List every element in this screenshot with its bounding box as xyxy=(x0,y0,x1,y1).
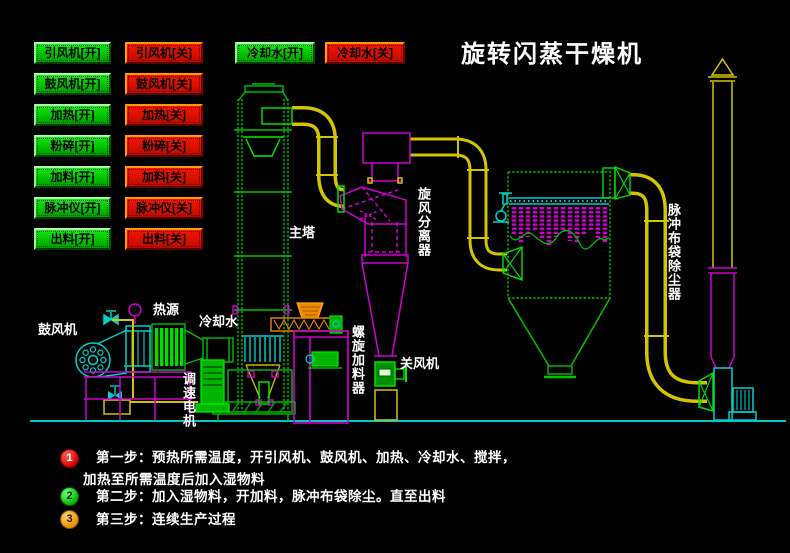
fan-duct xyxy=(708,267,737,369)
screw-feeder xyxy=(270,302,349,424)
fan-inlet-connector xyxy=(698,371,714,412)
step-2-text: 第二步：加入湿物料，开加料，脉冲布袋除尘。直至出料 xyxy=(96,489,446,504)
filter-bags xyxy=(511,207,608,245)
button-induced-draft-fan-off[interactable]: 引风机[关] xyxy=(125,42,203,64)
equipment-stand xyxy=(84,371,192,420)
step-3-badge: 3 xyxy=(60,510,79,529)
button-discharge-off[interactable]: 出料[关] xyxy=(125,228,203,250)
button-induced-draft-fan-on[interactable]: 引风机[开] xyxy=(34,42,111,64)
pipe-tower-to-cyclone xyxy=(292,106,345,208)
page-title: 旋转闪蒸干燥机 xyxy=(461,41,643,68)
step-2-badge: 2 xyxy=(60,487,79,506)
cyclone-separator xyxy=(337,132,411,357)
button-crushing-off[interactable]: 粉碎[关] xyxy=(125,135,203,157)
button-cooling-water-off[interactable]: 冷却水[关] xyxy=(325,42,405,64)
step-1-badge: 1 xyxy=(60,449,79,468)
pulse-jet-device xyxy=(493,192,512,223)
button-discharge-on[interactable]: 出料[开] xyxy=(34,228,111,250)
label-cyclone: 旋风分离器 xyxy=(416,187,431,257)
induced-draft-fan xyxy=(698,367,757,421)
step-1-text-line1: 第一步：预热所需温度，开引风机、鼓风机、加热、冷却水、搅拌， xyxy=(96,450,516,465)
fan-motor xyxy=(728,387,757,421)
button-cooling-water-on[interactable]: 冷却水[开] xyxy=(235,42,315,64)
rotary-valve xyxy=(374,361,407,421)
button-heating-on[interactable]: 加热[开] xyxy=(34,104,111,126)
bag-filter xyxy=(493,165,631,379)
button-crushing-on[interactable]: 粉碎[开] xyxy=(34,135,111,157)
pump-unit xyxy=(103,385,131,415)
button-pulse-meter-on[interactable]: 脉冲仪[开] xyxy=(34,197,111,219)
valve-icon xyxy=(103,310,119,326)
label-rotary-valve: 关风机 xyxy=(400,356,440,371)
pipe-cyclone-to-bagfilter xyxy=(410,136,507,272)
button-blower-on[interactable]: 鼓风机[开] xyxy=(34,73,111,95)
heat-exchanger xyxy=(124,325,152,373)
label-heat-source: 热源 xyxy=(153,302,180,317)
label-screw-feeder: 螺旋加料器 xyxy=(350,325,365,395)
exhaust-stack xyxy=(708,57,737,268)
button-blower-off[interactable]: 鼓风机[关] xyxy=(125,73,203,95)
button-pulse-meter-off[interactable]: 脉冲仪[关] xyxy=(125,197,203,219)
button-heating-off[interactable]: 加热[关] xyxy=(125,104,203,126)
main-tower xyxy=(212,83,296,421)
fan-wheel-holes xyxy=(79,346,107,374)
blower-unit xyxy=(75,303,152,378)
step-3-text: 第三步：连续生产过程 xyxy=(96,512,236,527)
button-feeding-on[interactable]: 加料[开] xyxy=(34,166,111,188)
button-feeding-off[interactable]: 加料[关] xyxy=(125,166,203,188)
label-main-tower: 主塔 xyxy=(289,225,316,240)
step-1-text-line2: 加热至所需温度后加入湿物料 xyxy=(83,472,265,487)
pipe-bagfilter-to-fan xyxy=(629,173,707,403)
label-cooling-water: 冷却水 xyxy=(199,314,239,329)
heat-source xyxy=(151,323,234,371)
speed-motor xyxy=(195,359,230,413)
label-speed-motor: 调速电机 xyxy=(181,372,196,428)
label-blower: 鼓风机 xyxy=(38,322,78,337)
label-bag-filter: 脉冲布袋除尘器 xyxy=(666,203,681,301)
gauge-icon xyxy=(128,303,142,324)
